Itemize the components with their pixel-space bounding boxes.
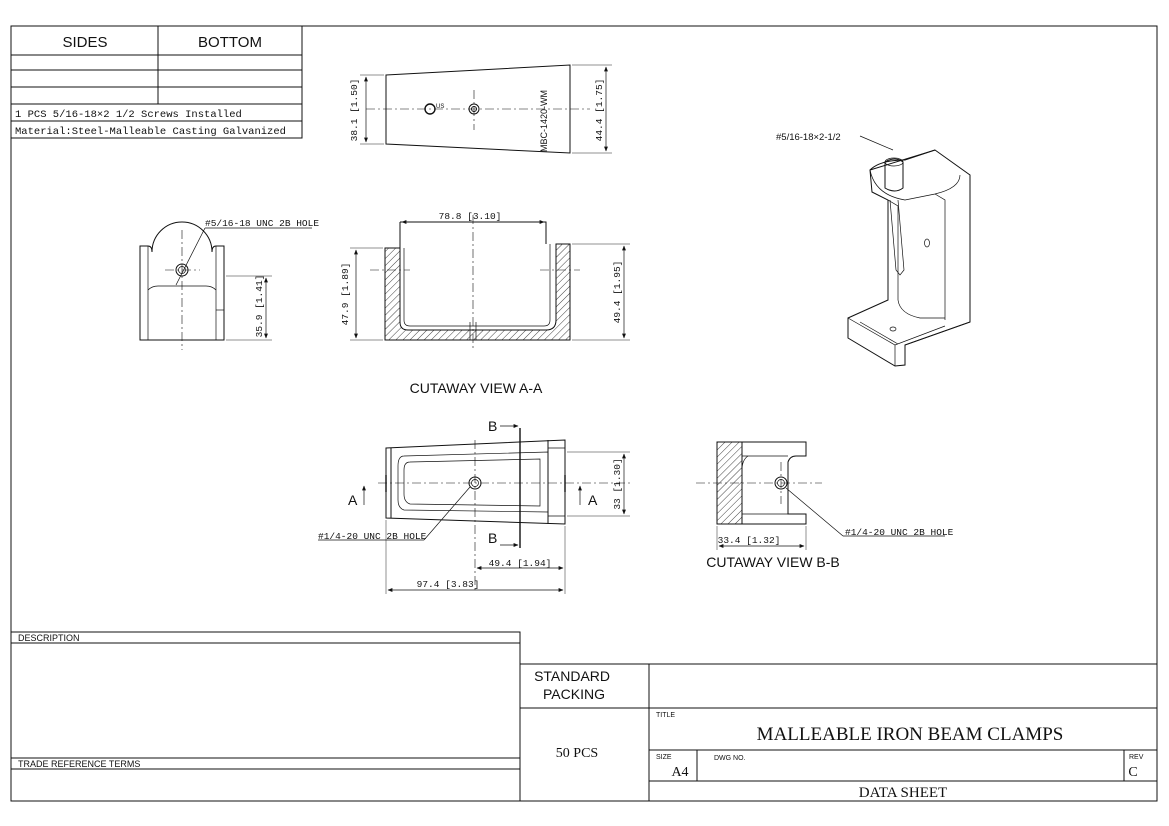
section-marker-b-top: B xyxy=(488,418,497,434)
rev-value: C xyxy=(1128,765,1137,780)
section-aa-caption: CUTAWAY VIEW A-A xyxy=(410,380,543,396)
section-aa: 78.8 [3.10] 47.9 [1.89] 49.4 [1.95] CUTA… xyxy=(340,211,630,396)
spec-note-material: Material:Steel-Malleable Casting Galvani… xyxy=(15,126,286,138)
top-view: US MBC-1420-WM 38.1 [1.50] 44.4 [1.75] xyxy=(349,64,612,154)
dwg-label: DWG NO. xyxy=(714,755,746,762)
section-bb-hole-callout: #1/4-20 UNC 2B HOLE xyxy=(845,527,954,538)
trade-terms-label: TRADE REFERENCE TERMS xyxy=(18,759,140,769)
logo-icon: US xyxy=(424,103,444,115)
side-view-dim-height: 35.9 [1.41] xyxy=(254,275,265,338)
standard-packing-line-2: PACKING xyxy=(543,686,605,702)
title-value: MALLEABLE IRON BEAM CLAMPS xyxy=(757,724,1064,745)
section-aa-dim-right: 49.4 [1.95] xyxy=(612,261,623,324)
title-label: TITLE xyxy=(656,712,675,719)
spec-note-screws: 1 PCS 5/16-18×2 1/2 Screws Installed xyxy=(15,109,242,121)
section-bb-dim-width: 33.4 [1.32] xyxy=(718,535,781,546)
section-marker-b-bottom: B xyxy=(488,530,497,546)
section-marker-a-right: A xyxy=(588,492,598,508)
standard-packing-label: STANDARD PACKING xyxy=(534,668,614,702)
spec-table: SIDES BOTTOM 1 PCS 5/16-18×2 1/2 Screws … xyxy=(10,25,303,139)
section-bb: #1/4-20 UNC 2B HOLE 33.4 [1.32] CUTAWAY … xyxy=(696,441,954,570)
rev-label: REV xyxy=(1129,754,1144,761)
section-aa-dim-left: 47.9 [1.89] xyxy=(340,263,351,326)
side-view-hole-callout: #5/16-18 UNC 2B HOLE xyxy=(205,218,319,229)
description-label: DESCRIPTION xyxy=(18,633,80,643)
section-marker-a-left: A xyxy=(348,492,358,508)
bottom-view-dim-total: 97.4 [3.83] xyxy=(417,579,480,590)
logo-mark: US xyxy=(436,104,444,110)
size-value: A4 xyxy=(671,765,688,780)
section-bb-caption: CUTAWAY VIEW B-B xyxy=(706,554,840,570)
standard-packing-line-1: STANDARD xyxy=(534,668,610,684)
side-view: #5/16-18 UNC 2B HOLE 35.9 [1.41] xyxy=(139,218,319,350)
bottom-view-hole-callout: #1/4-20 UNC 2B HOLE xyxy=(318,531,427,542)
iso-view: #5/16-18×2-1/2 xyxy=(776,132,971,367)
footer-data-sheet: DATA SHEET xyxy=(859,785,947,801)
part-mark: MBC-1420-WM xyxy=(539,90,549,152)
bottom-view-dim-half: 49.4 [1.94] xyxy=(489,558,552,569)
top-view-dim-right: 44.4 [1.75] xyxy=(594,79,605,142)
section-aa-dim-width: 78.8 [3.10] xyxy=(439,211,502,222)
sheet-border xyxy=(10,25,1158,802)
title-block: DESCRIPTION TRADE REFERENCE TERMS STANDA… xyxy=(10,631,1158,802)
size-label: SIZE xyxy=(656,754,672,761)
spec-col-sides: SIDES xyxy=(62,34,107,51)
spec-col-bottom: BOTTOM xyxy=(198,34,262,51)
bottom-view: B B A A 33 [1.30] #1/4-20 UNC 2B HOLE 49… xyxy=(318,418,630,594)
top-view-dim-left: 38.1 [1.50] xyxy=(349,79,360,142)
packing-qty: 50 PCS xyxy=(556,746,598,761)
bottom-view-dim-height: 33 [1.30] xyxy=(612,458,623,509)
iso-screw-callout: #5/16-18×2-1/2 xyxy=(776,132,841,143)
